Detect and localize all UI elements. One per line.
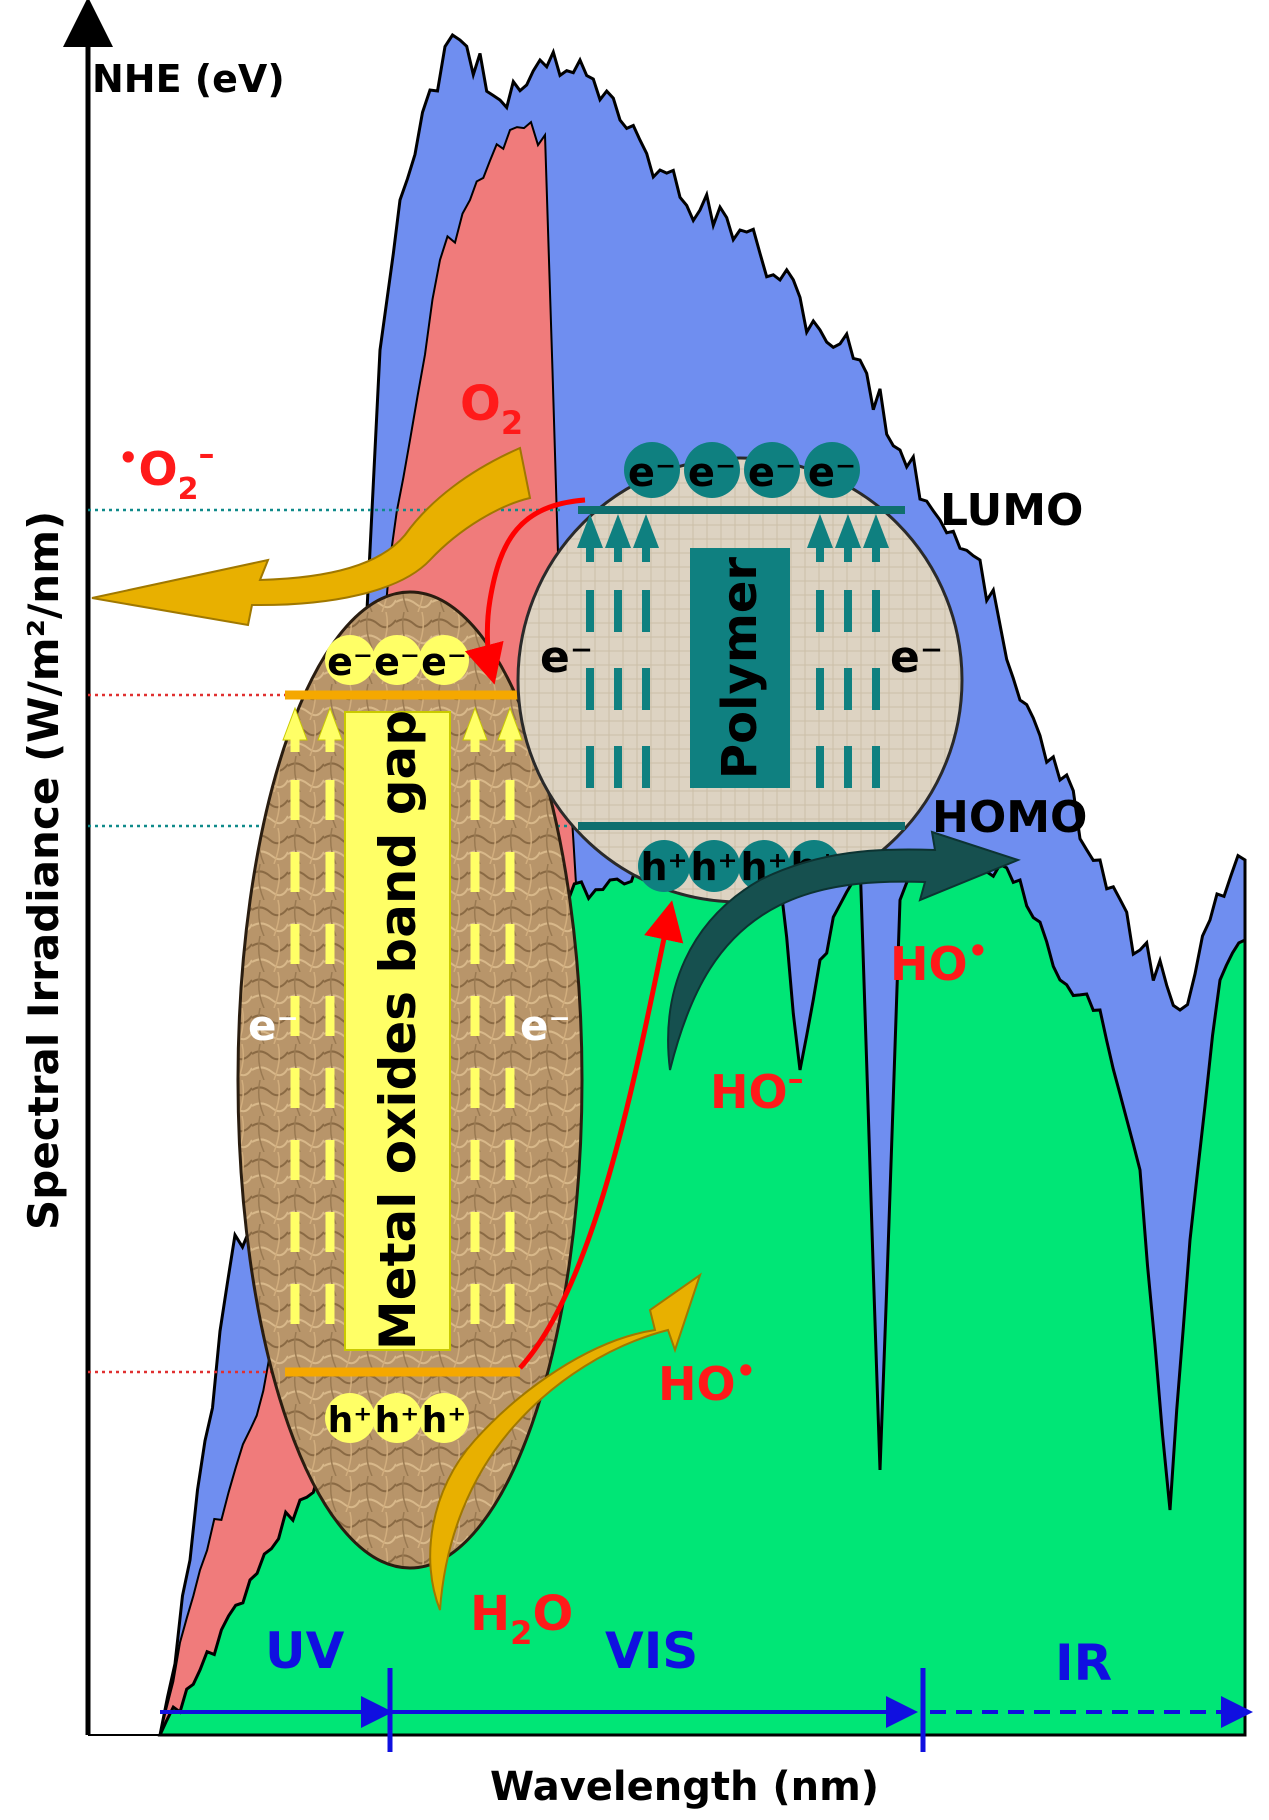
polymer-label: Polymer [712, 557, 768, 779]
metal-oxide-electron-symbol: e⁻ [374, 640, 420, 684]
polymer-right-electron: e⁻ [890, 632, 943, 683]
metal-oxide-hole-symbol: h⁺ [422, 1400, 467, 1441]
hydroxide-label: HO– [710, 1060, 804, 1119]
polymer-hole-symbol: h⁺ [640, 845, 687, 889]
polymer-dashes [586, 590, 880, 788]
polymer-hole-circle [638, 840, 690, 892]
metal-oxide-hole-circle [419, 1393, 469, 1443]
hydroxyl-radical-label-upper: HO• [890, 932, 988, 991]
polymer-excitation-arrow [605, 514, 631, 548]
polymer-electrons: e⁻ e⁻ e⁻ e⁻ [624, 442, 860, 498]
band-gap-label: Metal oxides band gap [369, 710, 427, 1350]
oxygen-label: O2 [460, 376, 523, 442]
hydroxide-oxidation-arrow [667, 830, 1021, 1071]
hydroxyl-radical-label-lower: HO• [658, 1352, 756, 1411]
band-gap-label-box [344, 711, 451, 1351]
metal-oxide-hole-circle [325, 1393, 375, 1443]
metal-oxide-hole-circle [372, 1393, 422, 1443]
polymer-electron-symbol: e⁻ [688, 450, 736, 496]
polymer-excitation-arrow [863, 514, 889, 548]
vb-to-homo-transfer-arrow [518, 900, 684, 1370]
polymer-electron-circle [804, 442, 860, 498]
polymer-excitation-arrows [577, 514, 889, 562]
metal-oxide-electron-circle [419, 635, 469, 685]
metal-oxide-electron-circle [372, 635, 422, 685]
wavelength-axis-label: Wavelength (nm) [490, 1764, 879, 1810]
lumo-label: LUMO [940, 485, 1083, 536]
polymer-electron-circle [744, 442, 800, 498]
polymer-electron-circle [624, 442, 680, 498]
uv-label: UV [265, 1622, 345, 1680]
polymer-hole-circle [688, 840, 740, 892]
polymer-electron-symbol: e⁻ [748, 450, 796, 496]
polymer-particle: Polymer e⁻e⁻e⁻e⁻ h⁺h⁺h⁺h⁺ e⁻ e⁻ [516, 442, 964, 904]
chemical-species: O2 •O2– H2O HO• HO• HO– [118, 376, 988, 1652]
metal-oxide-particle: Metal oxides band gap e⁻e⁻e⁻ h⁺h⁺h⁺ e⁻ e… [236, 590, 584, 1570]
polymer-left-electron: e⁻ [540, 632, 593, 683]
o2-reduction-arrow [91, 446, 532, 627]
lumo-to-cb-transfer-arrow [464, 497, 586, 685]
vis-label: VIS [605, 1622, 698, 1680]
metal-oxide-electron-circle [325, 635, 375, 685]
metal-oxide-holes: h⁺h⁺h⁺ [325, 1393, 469, 1443]
water-oxidation-arrow [429, 1272, 702, 1611]
energy-axis-label: NHE (eV) [92, 57, 285, 101]
ir-label: IR [1055, 1634, 1112, 1692]
axes: NHE (eV) Spectral Irradiance (W/m²/nm) W… [19, 0, 879, 1810]
metal-oxide-hole-symbol: h⁺ [328, 1400, 373, 1441]
metal-oxide-electron-symbol: e⁻ [421, 640, 467, 684]
polymer-electron-circle [684, 442, 740, 498]
metal-oxide-electrons: e⁻e⁻e⁻ [325, 635, 469, 685]
homo-label: HOMO [932, 792, 1087, 843]
superoxide-label: •O2– [118, 435, 214, 507]
polymer-excitation-arrow [807, 514, 833, 548]
polymer-electron-symbol: e⁻ [808, 450, 856, 496]
polymer-hole-symbol: h⁺ [690, 845, 737, 889]
irradiance-axis-label: Spectral Irradiance (W/m²/nm) [19, 511, 68, 1230]
metal-oxide-right-electron: e⁻ [520, 1001, 571, 1050]
polymer-excitation-arrow [577, 514, 603, 548]
spectral-regions: UV VIS IR [160, 1622, 1253, 1752]
polymer-electron-symbol: e⁻ [628, 450, 676, 496]
metal-oxide-hole-symbol: h⁺ [375, 1400, 420, 1441]
polymer-excitation-arrow [835, 514, 861, 548]
metal-oxide-left-electron: e⁻ [248, 1001, 299, 1050]
metal-oxide-electron-symbol: e⁻ [327, 640, 373, 684]
metal-oxide-dashes [290, 780, 515, 1324]
metal-oxide-excitation-arrows [282, 706, 523, 752]
water-label: H2O [470, 1586, 573, 1652]
polymer-excitation-arrow [633, 514, 659, 548]
polymer-label-box [690, 548, 790, 788]
